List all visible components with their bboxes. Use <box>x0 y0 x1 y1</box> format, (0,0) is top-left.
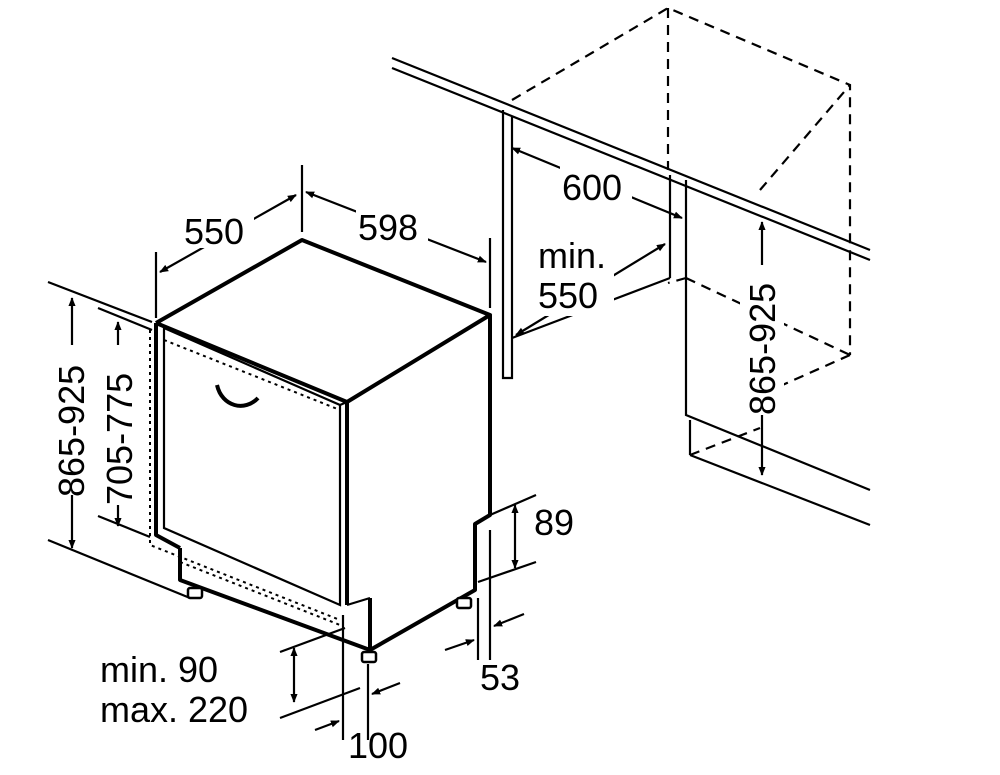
label-depth-550: 550 <box>184 211 244 252</box>
door-left-edge <box>154 323 181 550</box>
worktop-edge-top <box>391 56 871 252</box>
decor-panel-outline-bottom <box>179 561 341 626</box>
right-cabinet-side <box>684 180 871 492</box>
worktop-edge-bottom <box>391 66 871 262</box>
label-offset-100: 100 <box>348 725 408 766</box>
niche-outline-top <box>511 6 852 355</box>
door-top-corner <box>339 400 348 407</box>
label-door-height: 705-775 <box>99 373 140 505</box>
door-panel <box>162 326 342 607</box>
dishwasher-top <box>155 238 492 404</box>
plinth-outline <box>178 548 372 652</box>
door-handle <box>215 384 260 408</box>
dimension-labels: 550 598 600 min. 550 865-925 865-925 705… <box>50 166 784 766</box>
setback-53-arrow-left <box>444 638 475 652</box>
left-cabinet-side <box>501 110 514 380</box>
offset-100-arrow-right <box>371 681 401 696</box>
label-foot-min: min. 90 <box>100 649 218 690</box>
dishwasher-body <box>149 238 492 664</box>
setback-53-arrow-right <box>493 612 525 628</box>
foot-left <box>186 586 204 600</box>
plinth-corner <box>346 596 371 607</box>
niche-plinth-dash <box>689 426 761 457</box>
label-appliance-height: 865-925 <box>51 365 92 497</box>
offset-100-arrow-left <box>314 719 340 732</box>
niche-top-diag <box>759 84 851 191</box>
decor-panel-outline-left <box>149 330 341 621</box>
niche-floor-left <box>667 276 687 285</box>
label-width-598: 598 <box>358 207 418 248</box>
label-niche-min: min. <box>538 235 606 276</box>
dishwasher-right-side <box>369 315 492 652</box>
label-foot-max: max. 220 <box>100 689 248 730</box>
label-setback-53: 53 <box>480 657 520 698</box>
kitchen-niche <box>391 6 871 527</box>
foot-right <box>455 596 473 610</box>
label-niche-550: 550 <box>538 275 598 316</box>
label-plinth-89: 89 <box>534 502 574 543</box>
decor-panel-outline-top <box>163 339 341 411</box>
label-niche-600: 600 <box>562 167 622 208</box>
label-niche-height: 865-925 <box>742 283 783 415</box>
right-cabinet-floor <box>689 453 871 527</box>
foot-front <box>360 650 378 664</box>
